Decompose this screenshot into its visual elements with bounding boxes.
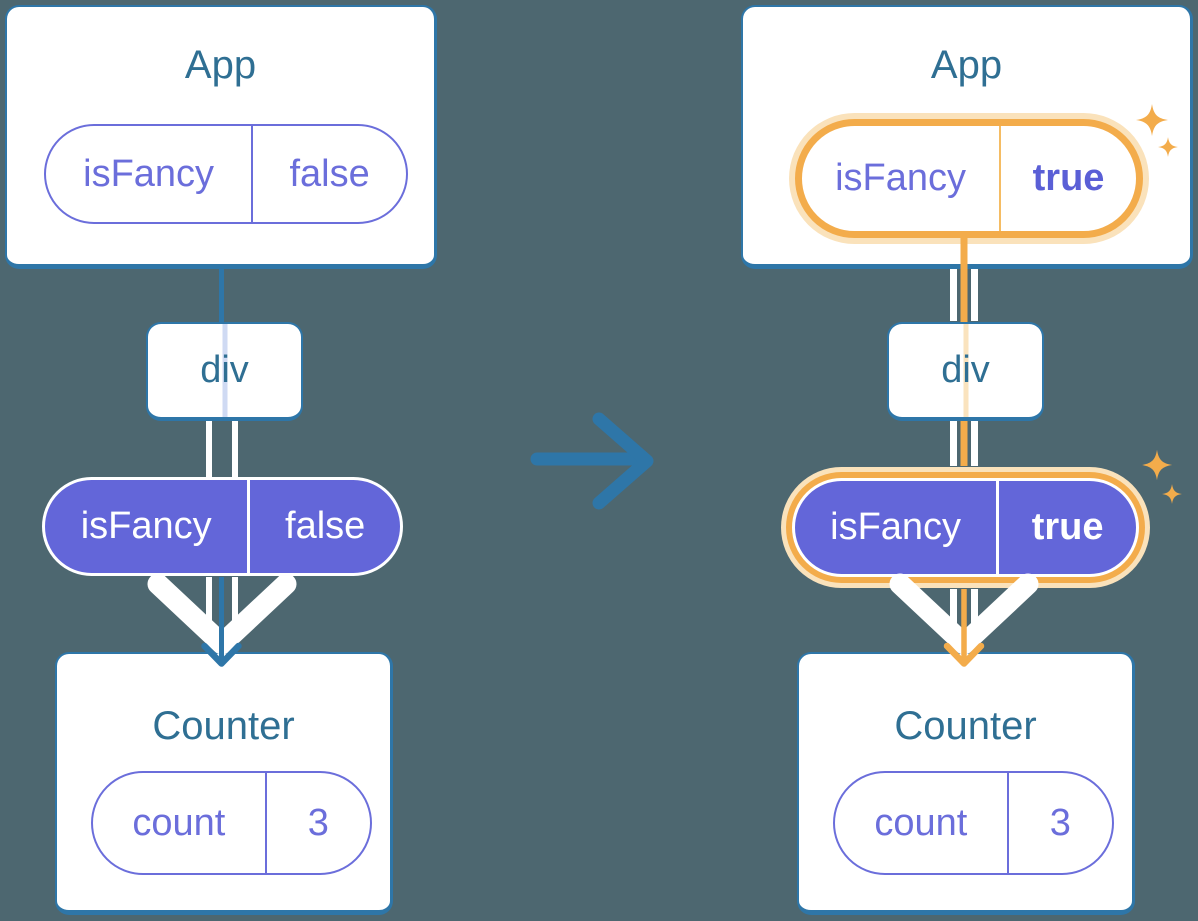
right-app-card: App isFancy true [741,5,1193,269]
right-counter-state-pill: count 3 [833,771,1114,875]
prop-flow-chevron-icon [147,573,297,655]
pill-divider [999,126,1002,231]
state-value-label: true [1032,157,1105,199]
pill-divider [264,773,267,873]
prop-value-label: true [1031,506,1104,548]
right-app-state-pill-highlighted: isFancy true [795,119,1143,238]
pill-divider [996,481,1000,574]
prop-key-label: isFancy [80,505,212,547]
sparkle-icon-large [1141,449,1173,481]
state-key-label: isFancy [835,157,966,199]
right-prop-trace-line [963,324,968,417]
right-passed-prop-pill-highlighted: isFancy true [792,478,1139,577]
right-counter-card: Counter count 3 [797,652,1135,915]
left-passed-prop-pill: isFancy false [42,477,403,576]
prop-flow-chevron-icon [889,573,1039,655]
state-key-label: count [132,801,226,844]
pill-divider [251,126,254,222]
prop-key-label: isFancy [830,506,962,548]
left-app-state-pill: isFancy false [44,124,408,224]
right-div-box: div [887,322,1044,421]
pill-divider [1006,773,1009,873]
pill-divider [247,480,251,573]
sparkle-icon-small [1162,484,1182,504]
state-value-label: false [289,152,370,195]
left-app-card: App isFancy false [5,5,437,269]
left-div-box: div [146,322,303,421]
state-value-label: 3 [307,801,329,844]
left-div-label: div [200,349,249,391]
left-counter-state-pill: count 3 [91,771,372,875]
right-div-label: div [941,349,990,391]
state-key-label: isFancy [83,152,215,195]
left-app-title: App [184,43,257,87]
left-prop-trace-line [222,324,227,417]
state-value-label: 3 [1049,801,1071,844]
transition-arrow-icon [592,412,654,510]
right-app-title: App [930,43,1003,87]
state-key-label: count [874,801,968,844]
left-counter-title: Counter [152,704,295,748]
right-counter-title: Counter [894,704,1037,748]
prop-value-label: false [285,505,366,547]
left-counter-card: Counter count 3 [55,652,393,915]
